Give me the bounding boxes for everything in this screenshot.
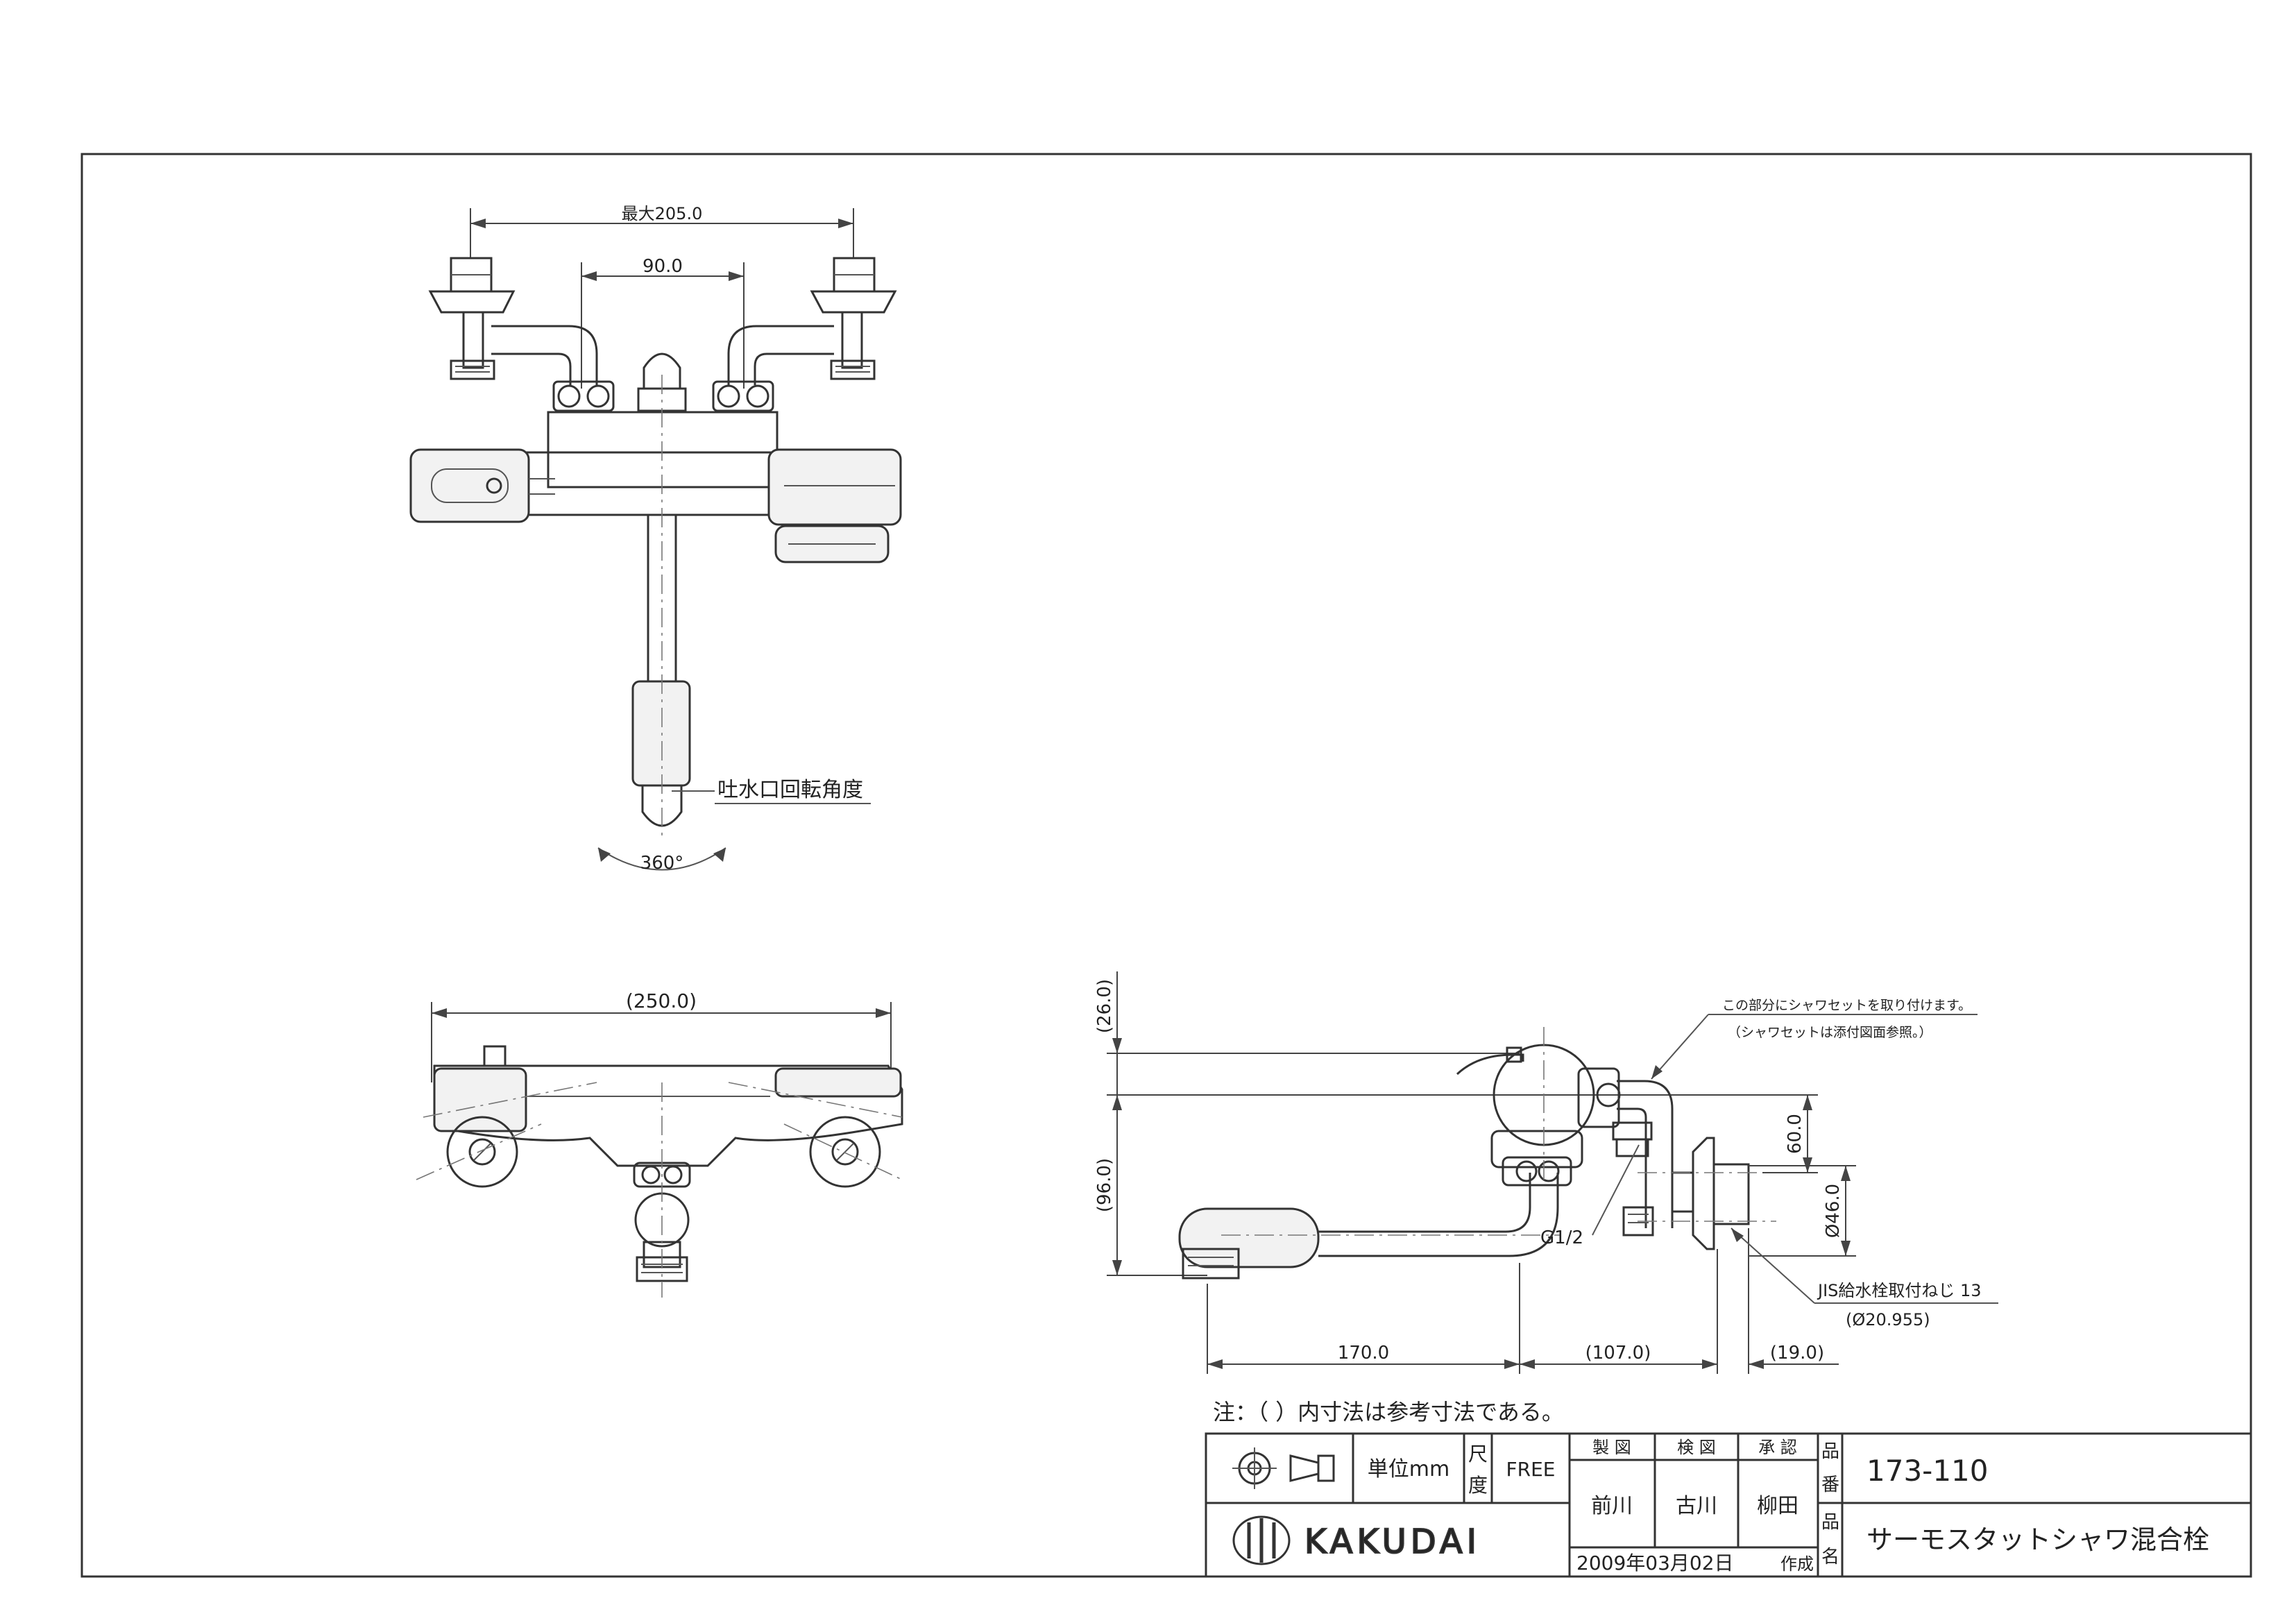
thread-label: G1/2 [1540,1227,1583,1248]
date: 2009年03月02日 [1576,1552,1734,1574]
jis-label: JIS給水栓取付ねじ 13 [1817,1281,1982,1300]
approved-label: 承 認 [1758,1438,1797,1457]
front-view: 最大205.0 90.0 [409,204,902,874]
made-by: 前川 [1591,1494,1633,1518]
dim-top-height: (26.0) [1094,979,1115,1033]
part-name-label-1: 品 [1821,1512,1839,1533]
rotation-label: 吐水口回転角度 [717,778,863,802]
reference-note: 注：（ ）内寸法は参考寸法である。 [1213,1399,1564,1425]
shower-note-1: この部分にシャワセットを取り付けます。 [1722,998,1971,1013]
dim-offset-60: 60.0 [1785,1114,1805,1154]
part-name: サーモスタットシャワ混合栓 [1866,1524,2209,1555]
dim-dia-46: Ø46.0 [1823,1184,1844,1238]
scale-label-2: 度 [1468,1474,1488,1497]
checked-by: 古川 [1676,1494,1717,1518]
rotation-angle: 360° [640,853,684,874]
bottom-view: (250.0) [416,989,903,1298]
part-no-label-1: 品 [1821,1441,1839,1462]
shower-note-2: （シャワセットは添付図面参照。） [1728,1025,1932,1040]
title-block: 単位mm 尺 度 FREE 製 図 検 図 承 認 前川 古川 柳田 2009年… [1205,1432,2252,1578]
part-number: 173-110 [1866,1454,1989,1488]
part-no-label-2: 番 [1821,1475,1839,1495]
made-label: 製 図 [1592,1438,1631,1457]
side-view: (26.0) (96.0) [1094,971,1998,1374]
dim-center-pitch: 90.0 [643,256,683,277]
dim-spout-170: 170.0 [1338,1343,1389,1363]
dim-total-width: (250.0) [626,989,697,1012]
dim-len-19: (19.0) [1770,1343,1824,1363]
kakudai-logo-icon [1232,1515,1291,1565]
dim-body-height: (96.0) [1094,1158,1115,1212]
dim-max-width: 最大205.0 [622,204,703,223]
projection-symbol-icon [1232,1447,1335,1489]
part-name-label-2: 名 [1821,1547,1839,1567]
unit-label: 単位mm [1368,1457,1449,1481]
jis-size: (Ø20.955) [1846,1310,1930,1329]
dim-len-107: (107.0) [1585,1343,1651,1363]
checked-label: 検 図 [1677,1438,1716,1457]
sheet-border [80,153,2252,1578]
approved-by: 柳田 [1757,1494,1798,1518]
scale-value: FREE [1506,1458,1556,1481]
company-name: KAKUDAI [1304,1522,1481,1561]
date-suffix: 作成 [1780,1554,1814,1574]
scale-label-1: 尺 [1468,1443,1488,1465]
